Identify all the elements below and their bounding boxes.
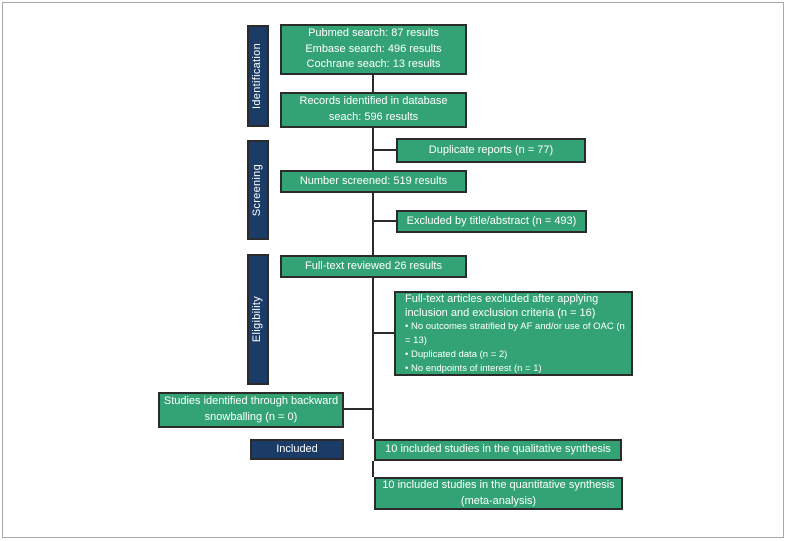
fulltext-reviewed-label: Full-text reviewed 26 results bbox=[305, 259, 442, 272]
box-database-searches: Pubmed search: 87 results Embase search:… bbox=[280, 24, 467, 75]
quantitative-synthesis-line1: 10 included studies in the quantitative … bbox=[382, 478, 615, 491]
fulltext-excluded-reason-1: • No outcomes stratified by AF and/or us… bbox=[405, 320, 625, 346]
snowballing-line1: Studies identified through backward bbox=[163, 395, 339, 408]
stage-eligibility: Eligibility bbox=[247, 254, 269, 385]
stage-included: Included bbox=[250, 439, 344, 460]
fulltext-excluded-header-line2: inclusion and exclusion criteria (n = 16… bbox=[405, 306, 596, 319]
connector-spine-fulltext-qualitative bbox=[372, 278, 374, 439]
box-records-identified: Records identified in database seach: 59… bbox=[280, 92, 467, 128]
box-quantitative-synthesis: 10 included studies in the quantitative … bbox=[374, 477, 623, 510]
connector-spine-searches-records bbox=[372, 75, 374, 92]
stage-identification: Identification bbox=[247, 25, 269, 127]
qualitative-synthesis-label: 10 included studies in the qualitative s… bbox=[385, 443, 611, 456]
box-fulltext-reviewed: Full-text reviewed 26 results bbox=[280, 255, 467, 278]
connector-branch-excluded-title bbox=[373, 220, 396, 222]
connector-branch-snowballing bbox=[344, 408, 373, 410]
box-duplicate-reports: Duplicate reports (n = 77) bbox=[396, 138, 586, 163]
stage-identification-label: Identification bbox=[251, 43, 264, 109]
box-backward-snowballing: Studies identified through backward snow… bbox=[158, 392, 344, 428]
number-screened-label: Number screened: 519 results bbox=[299, 174, 448, 187]
excluded-title-abstract-label: Excluded by title/abstract (n = 493) bbox=[406, 214, 577, 227]
box-fulltext-excluded: Full-text articles excluded after applyi… bbox=[394, 291, 633, 376]
cochrane-search-count: Cochrane seach: 13 results bbox=[306, 58, 441, 71]
connector-spine-qualitative-quantitative bbox=[372, 461, 374, 477]
stage-eligibility-label: Eligibility bbox=[251, 296, 264, 343]
stage-included-label: Included bbox=[276, 442, 318, 455]
box-excluded-title-abstract: Excluded by title/abstract (n = 493) bbox=[396, 210, 587, 233]
fulltext-excluded-reason-3: • No endpoints of interest (n = 1) bbox=[405, 362, 542, 374]
fulltext-excluded-header-line1: Full-text articles excluded after applyi… bbox=[405, 292, 599, 305]
box-qualitative-synthesis: 10 included studies in the qualitative s… bbox=[374, 439, 622, 461]
box-number-screened: Number screened: 519 results bbox=[280, 170, 467, 193]
quantitative-synthesis-line2: (meta-analysis) bbox=[460, 494, 537, 507]
connector-branch-fulltext-excluded bbox=[373, 332, 394, 334]
fulltext-excluded-reason-2: • Duplicated data (n = 2) bbox=[405, 348, 508, 360]
stage-screening: Screening bbox=[247, 140, 269, 240]
snowballing-line2: snowballing (n = 0) bbox=[204, 411, 298, 423]
records-identified-line1: Records identified in database bbox=[299, 95, 448, 108]
duplicate-reports-label: Duplicate reports (n = 77) bbox=[428, 143, 554, 156]
pubmed-search-count: Pubmed search: 87 results bbox=[308, 26, 439, 39]
records-identified-line2: seach: 596 results bbox=[328, 111, 419, 123]
connector-spine-screened-fulltext bbox=[372, 193, 374, 255]
connector-branch-duplicates bbox=[373, 149, 396, 151]
stage-screening-label: Screening bbox=[251, 163, 264, 217]
embase-search-count: Embase search: 496 results bbox=[305, 42, 442, 55]
